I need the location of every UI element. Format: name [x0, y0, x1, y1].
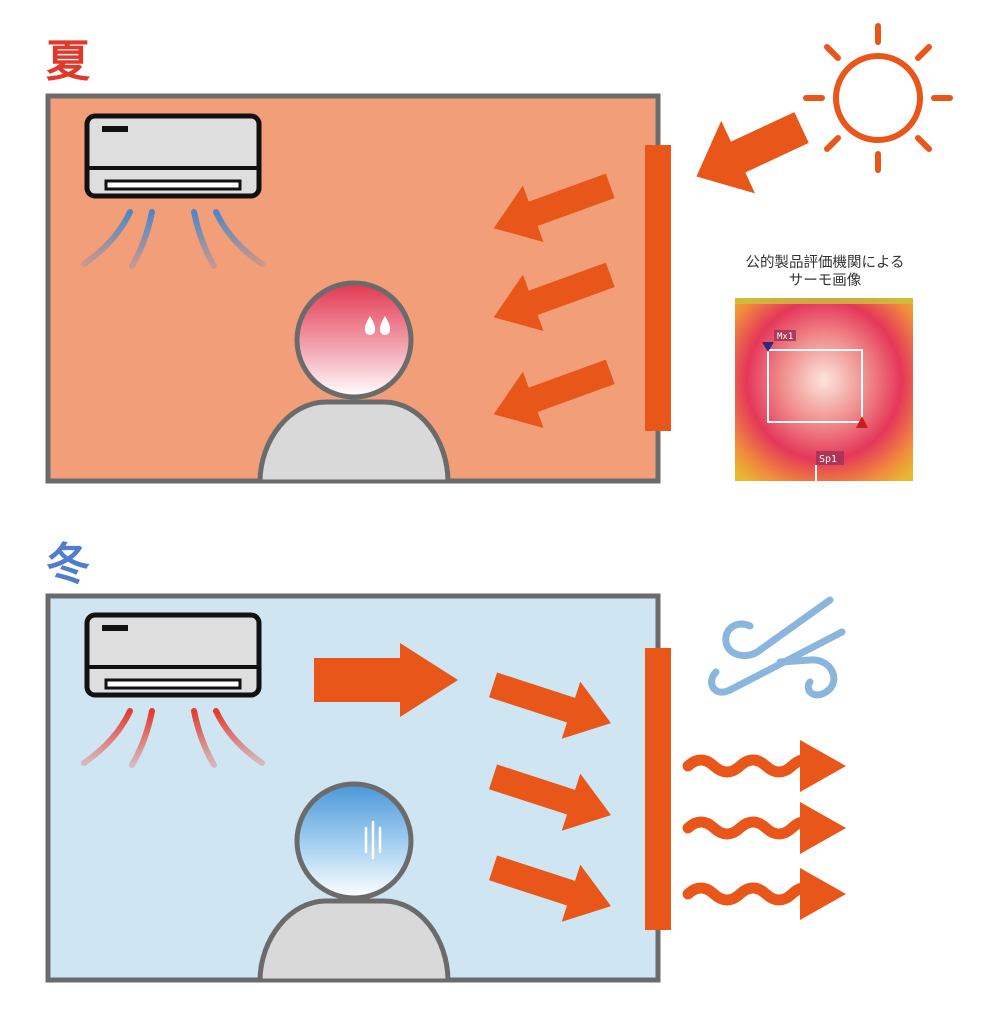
thermo-image: Mx1 Sp1 [735, 298, 913, 481]
thermo-label-top: Mx1 [777, 332, 793, 342]
wavy-arrow-2 [688, 802, 846, 854]
winter-person-icon [260, 901, 448, 981]
sunlight-arrow [680, 91, 819, 213]
winter-head-cold [297, 784, 411, 898]
wavy-arrow-3 [688, 868, 846, 920]
wavy-arrow-1 [688, 740, 846, 792]
heat-escape-arrows [688, 740, 846, 920]
cold-wind-icon [712, 600, 842, 695]
winter-air-conditioner-icon [87, 615, 259, 695]
winter-window [645, 648, 671, 930]
summer-scene: Mx1 Sp1 [48, 26, 950, 482]
summer-window [645, 145, 671, 431]
winter-scene [48, 596, 846, 981]
summer-person-icon [260, 402, 448, 482]
sun-icon [806, 26, 950, 170]
thermo-label-bottom: Sp1 [819, 454, 837, 465]
summer-head-hot [297, 283, 411, 397]
summer-air-conditioner-icon [87, 116, 259, 196]
